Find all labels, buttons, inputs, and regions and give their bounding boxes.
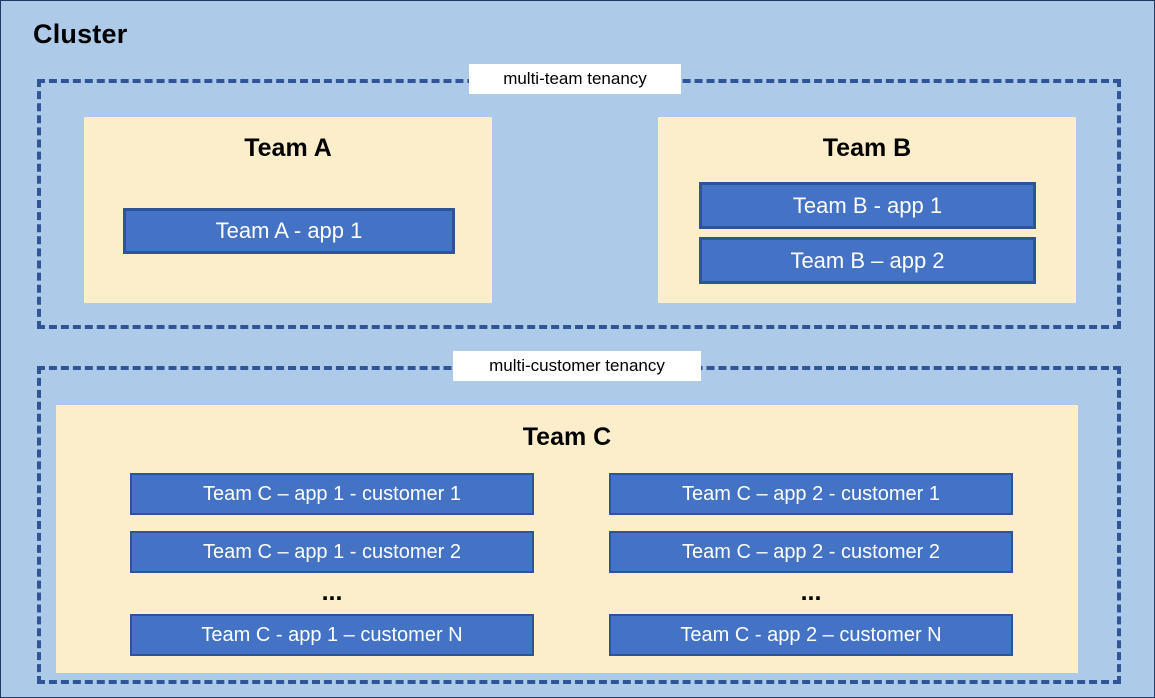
ellipsis-team-c-app-2: ... <box>800 578 822 606</box>
team-c-title: Team C <box>522 423 612 451</box>
app-box-team-c-app-2-customer-n[interactable]: Team C - app 2 – customer N <box>609 614 1013 656</box>
app-box-team-b-app-1[interactable]: Team B - app 1 <box>699 182 1036 229</box>
tenancy-label-multi-team: multi-team tenancy <box>469 64 681 94</box>
app-box-team-c-app-2-customer-2[interactable]: Team C – app 2 - customer 2 <box>609 531 1013 573</box>
app-box-team-b-app-2[interactable]: Team B – app 2 <box>699 237 1036 284</box>
team-panel-team-b: Team B Team B - app 1 Team B – app 2 <box>658 117 1076 303</box>
team-a-title: Team A <box>244 134 332 162</box>
app-box-team-c-app-2-customer-1[interactable]: Team C – app 2 - customer 1 <box>609 473 1013 515</box>
app-box-team-c-app-1-customer-2[interactable]: Team C – app 1 - customer 2 <box>130 531 534 573</box>
app-box-team-c-app-1-customer-n[interactable]: Team C - app 1 – customer N <box>130 614 534 656</box>
app-box-team-a-app-1[interactable]: Team A - app 1 <box>123 208 455 254</box>
team-panel-team-a: Team A Team A - app 1 <box>84 117 492 303</box>
cluster-title: Cluster <box>33 19 128 49</box>
tenancy-label-multi-customer: multi-customer tenancy <box>453 351 701 381</box>
app-box-team-c-app-1-customer-1[interactable]: Team C – app 1 - customer 1 <box>130 473 534 515</box>
team-b-title: Team B <box>822 134 912 162</box>
ellipsis-team-c-app-1: ... <box>321 578 343 606</box>
team-panel-team-c: Team C Team C – app 1 - customer 1 Team … <box>56 405 1078 673</box>
